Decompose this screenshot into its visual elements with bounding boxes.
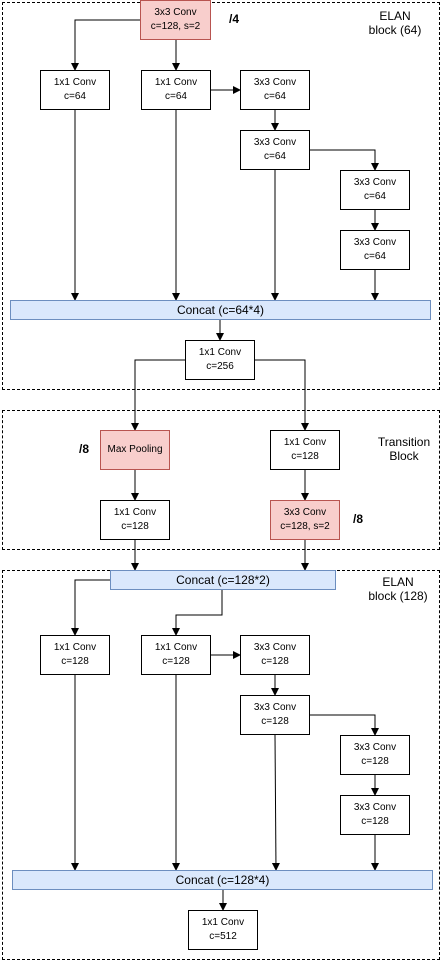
transition-block [2, 410, 440, 550]
max-pooling: Max Pooling [100, 430, 170, 470]
elan1-concat: Concat (c=64*4) [10, 300, 431, 320]
arrow-conv-d-to-concat-128 [271, 734, 280, 871]
elan1-conv-a-line1: 1x1 Conv [53, 77, 97, 88]
stem-conv: 3x3 Conv c=128, s=2 [140, 0, 211, 40]
transition-conv-right-line2: c=128 [291, 451, 319, 462]
elan-block-64 [2, 2, 440, 390]
elan1-conv-c-line2: c=64 [264, 91, 286, 102]
transition-conv-stride: 3x3 Conv c=128, s=2 [270, 500, 340, 540]
transition-conv-right-line1: 1x1 Conv [283, 437, 327, 448]
elan1-conv-e-line2: c=64 [364, 191, 386, 202]
transition-title: Transition Block [366, 435, 442, 463]
stem-scale-label: /4 [229, 12, 240, 26]
elan2-conv-e-line2: c=128 [361, 756, 389, 767]
transition-conv-stride-line1: 3x3 Conv [283, 507, 327, 518]
arrow-stem-to-conv-a [71, 19, 140, 71]
elan1-conv-d-line1: 3x3 Conv [253, 137, 297, 148]
transition-conv-left-line2: c=128 [121, 521, 149, 532]
elan1-conv-a-line2: c=64 [64, 91, 86, 102]
elan2-conv-d: 3x3 Conv c=128 [240, 695, 310, 735]
arrow-concat-in-to-conv-b [172, 590, 223, 636]
arrow-conv-d-to-conv-e [310, 149, 379, 171]
elan2-concat: Concat (c=128*4) [12, 870, 433, 890]
elan2-conv-b: 1x1 Conv c=128 [141, 635, 211, 675]
elan2-conv-d-line2: c=128 [261, 716, 289, 727]
elan1-conv-b-line2: c=64 [165, 91, 187, 102]
elan2-conv-a-line2: c=128 [61, 656, 89, 667]
transition-title-line2: Block [389, 449, 419, 463]
elan1-conv-d: 3x3 Conv c=64 [240, 130, 310, 170]
arrow-out-conv-to-maxpool [131, 359, 185, 431]
elan1-out-conv-line2: c=256 [206, 361, 234, 372]
elan1-conv-e-line1: 3x3 Conv [353, 177, 397, 188]
elan2-conv-c-line1: 3x3 Conv [253, 642, 297, 653]
elan1-conv-f-line2: c=64 [364, 251, 386, 262]
elan2-title: ELAN block (128) [362, 575, 434, 603]
stride-scale-label: /8 [353, 512, 364, 526]
transition-conv-left: 1x1 Conv c=128 [100, 500, 170, 540]
elan1-conv-b-line1: 1x1 Conv [154, 77, 198, 88]
transition-title-line1: Transition [377, 435, 431, 449]
elan2-concat-in: Concat (c=128*2) [110, 570, 336, 590]
elan2-conv-a: 1x1 Conv c=128 [40, 635, 110, 675]
elan1-title-line2: block (64) [368, 23, 422, 37]
elan1-out-conv-line1: 1x1 Conv [198, 347, 242, 358]
elan2-out-conv-line2: c=512 [209, 931, 237, 942]
elan2-conv-e: 3x3 Conv c=128 [340, 735, 410, 775]
transition-conv-left-line1: 1x1 Conv [113, 507, 157, 518]
elan1-conv-f-line1: 3x3 Conv [353, 237, 397, 248]
elan1-conv-f: 3x3 Conv c=64 [340, 230, 410, 270]
maxpool-scale-label: /8 [79, 442, 90, 456]
elan1-conv-b: 1x1 Conv c=64 [141, 70, 211, 110]
elan1-conv-a: 1x1 Conv c=64 [40, 70, 110, 110]
elan1-conv-e: 3x3 Conv c=64 [340, 170, 410, 210]
elan2-title-line1: ELAN [382, 575, 414, 589]
elan2-conv-d-line1: 3x3 Conv [253, 702, 297, 713]
elan2-conv-b-line2: c=128 [162, 656, 190, 667]
transition-conv-stride-line2: c=128, s=2 [280, 521, 330, 532]
arrow-concat-in-to-conv-a [71, 579, 110, 636]
elan2-conv-b-line1: 1x1 Conv [154, 642, 198, 653]
elan1-conv-d-line2: c=64 [264, 151, 286, 162]
elan2-conv-c: 3x3 Conv c=128 [240, 635, 310, 675]
arrow-out-conv-to-transition-conv [255, 359, 309, 431]
elan2-conv-f-line1: 3x3 Conv [353, 802, 397, 813]
elan2-out-conv-line1: 1x1 Conv [201, 917, 245, 928]
elan2-conv-f: 3x3 Conv c=128 [340, 795, 410, 835]
elan1-conv-c: 3x3 Conv c=64 [240, 70, 310, 110]
stem-conv-line1: 3x3 Conv [154, 7, 197, 18]
transition-conv-right: 1x1 Conv c=128 [270, 430, 340, 470]
elan1-title: ELAN block (64) [360, 9, 430, 37]
elan2-title-line2: block (128) [368, 589, 428, 603]
elan1-title-line1: ELAN [379, 9, 411, 23]
elan1-conv-c-line1: 3x3 Conv [253, 77, 297, 88]
elan1-out-conv: 1x1 Conv c=256 [185, 340, 255, 380]
elan2-conv-f-line2: c=128 [361, 816, 389, 827]
elan2-out-conv: 1x1 Conv c=512 [188, 910, 258, 950]
stem-conv-line2: c=128, s=2 [150, 21, 201, 32]
elan2-conv-e-line1: 3x3 Conv [353, 742, 397, 753]
arrow-conv-d-to-conv-e-128 [310, 714, 379, 736]
elan2-conv-c-line2: c=128 [261, 656, 289, 667]
elan2-conv-a-line1: 1x1 Conv [53, 642, 97, 653]
